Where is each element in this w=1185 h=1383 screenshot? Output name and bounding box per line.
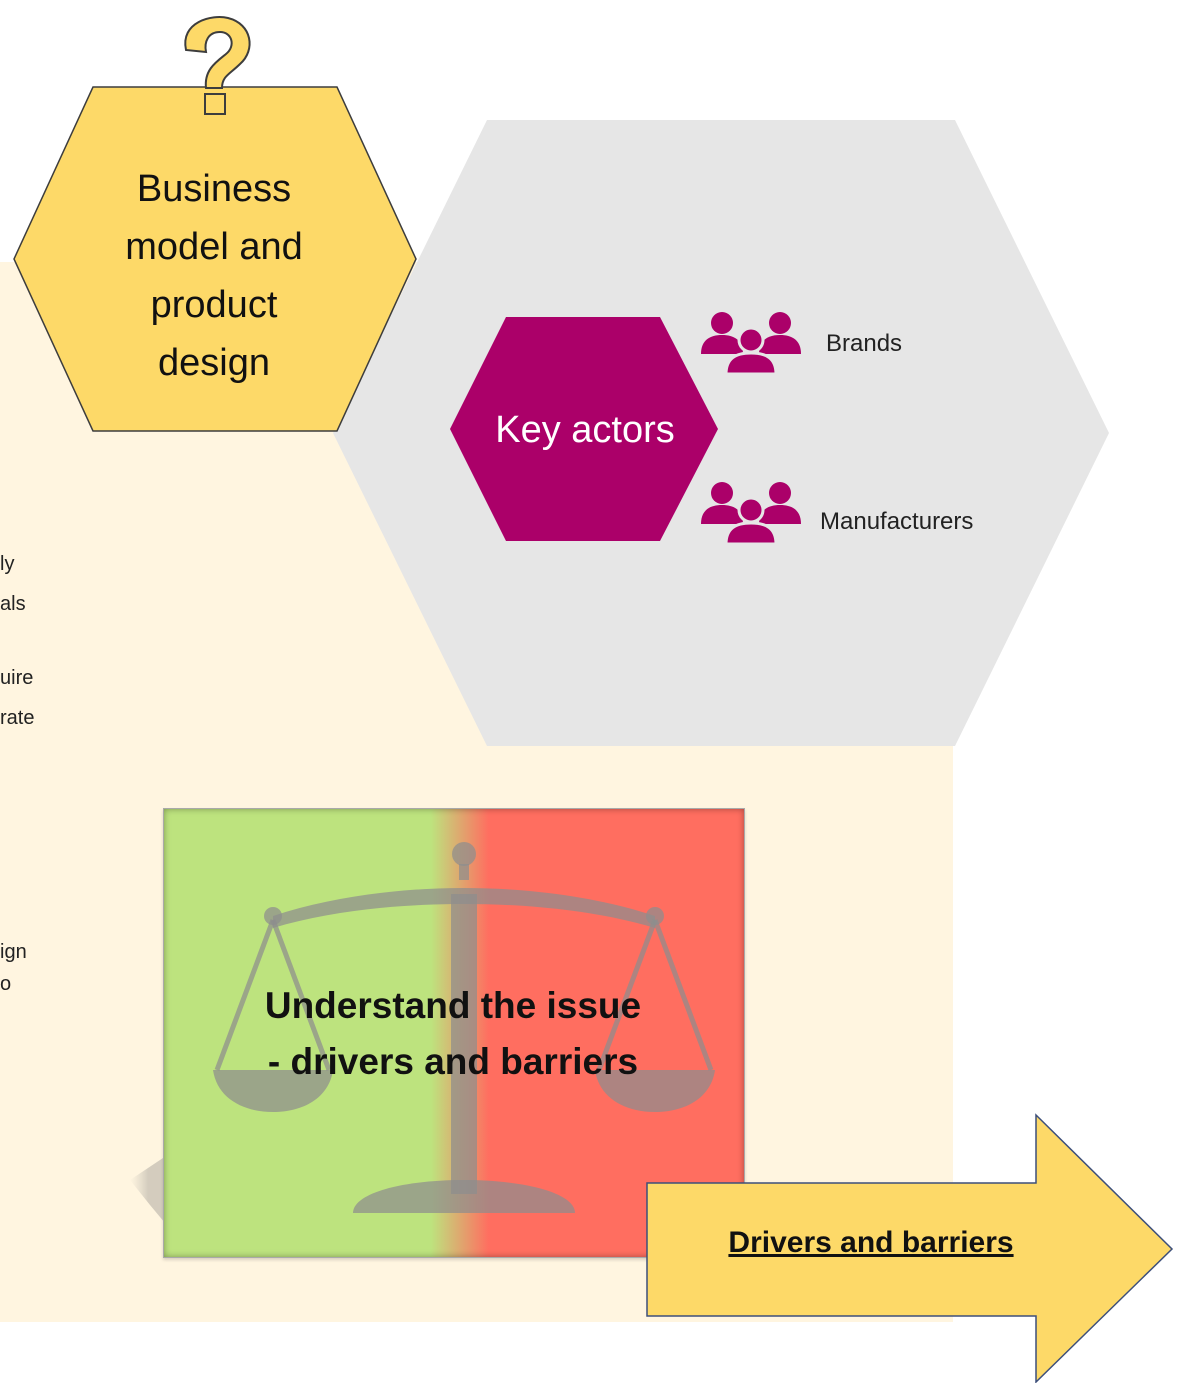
business-model-hexagon	[13, 86, 417, 432]
title-line: Business	[136, 168, 292, 210]
title-line: design	[158, 342, 270, 384]
group-people-icon	[701, 482, 801, 546]
drivers-barriers-link[interactable]: Drivers and barriers	[728, 1226, 1014, 1259]
actor-label-manufacturers: Manufacturers	[820, 508, 974, 535]
text-fragment: o	[0, 973, 12, 995]
title-line: product	[150, 284, 278, 326]
text-fragment: als	[0, 593, 26, 615]
key-actors-label: Key actors	[495, 409, 675, 451]
text-fragment: ign	[0, 941, 27, 963]
text-fragment: ly	[0, 553, 15, 575]
question-mark-icon	[184, 16, 251, 115]
key-actors-hexagon	[450, 317, 718, 541]
group-people-icon	[701, 312, 801, 376]
actor-label-brands: Brands	[826, 330, 903, 357]
text-fragment: uire	[0, 667, 34, 689]
issue-title: Understand the issue - drivers and barri…	[163, 978, 743, 1090]
title-line: model and	[125, 226, 303, 268]
balance-scale-icon	[213, 842, 715, 1213]
issue-title-line: - drivers and barriers	[267, 1041, 639, 1082]
business-model-title: Business model and product design	[100, 160, 328, 392]
text-fragment: rate	[0, 707, 35, 729]
issue-title-line: Understand the issue	[264, 985, 642, 1026]
